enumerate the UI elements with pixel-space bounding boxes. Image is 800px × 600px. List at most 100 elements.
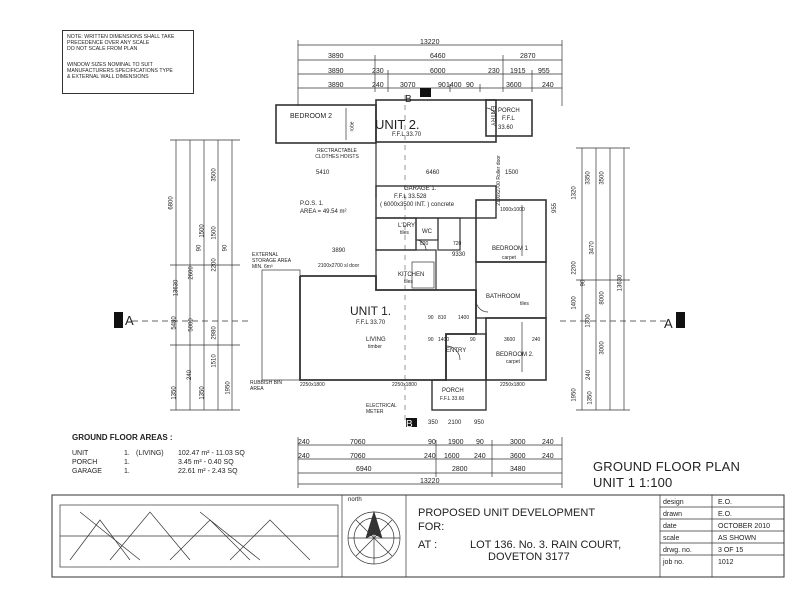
dim-bottom: 3480 [510,466,526,473]
garage-ffl: F.F.L 33.528 [394,194,427,200]
tb-field-label: drwg. no. [663,547,692,554]
wc-label: WC [422,229,432,235]
dim-right: 1350 [587,391,594,405]
dim-top: 3890 [328,68,344,75]
tb-field-label: scale [663,535,680,542]
dim-top: 230 [488,68,500,75]
section-label-right: A [664,316,673,331]
section-b-marker-top [420,88,431,97]
bathroom-label: BATHROOM [486,294,521,300]
dim-5410: 5410 [316,170,330,176]
pos-area: AREA = 49.54 m² [300,209,347,215]
dim-top: 3890 [328,53,344,60]
note-line: MANUFACTURERS SPECIFICATIONS TYPE [67,68,173,74]
kitchen-floor: tiles [404,279,413,285]
dim-left: 90 [222,244,229,252]
window-label: 2100x2700 sl door [318,263,360,269]
tb-field-value: 1012 [718,559,734,566]
section-b-marker-bottom [406,418,417,427]
dim-bottom: 7060 [350,453,366,460]
dim-left: 3500 [211,168,218,182]
dim-bottom: 240 [424,453,436,460]
section-label-left: A [125,313,134,328]
dim-3890: 3890 [332,248,346,254]
tb-field-value: 3 OF 15 [718,547,744,554]
dim-top: 240 [372,82,384,89]
at-label: AT : [418,539,438,551]
kitchen-label: KITCHEN [398,272,425,278]
dim-2100: 2100 [448,420,462,426]
dim-left: 2200 [211,258,218,272]
dim-top: 3070 [400,82,416,89]
section-marker-right [676,312,685,328]
dim-mid: 90 [428,337,434,343]
note-line: DO NOT SCALE FROM PLAN [67,46,138,52]
area-num: 1. [124,468,130,475]
dim-left: 1350 [171,386,178,400]
dim-top: 2870 [520,53,536,60]
dim-left: 90 [196,244,203,252]
area-name: UNIT [72,450,89,457]
dim-9330: 9330 [452,252,466,258]
area-num: 1. [124,459,130,466]
dim-right: 3350 [585,171,592,185]
dim-bottom: 90 [476,439,484,446]
dim-right: 3500 [599,171,606,185]
dim-top: 1915 [510,68,526,75]
plan-title: GROUND FLOOR PLAN [593,459,741,474]
section-b-label-top: B [405,94,412,105]
dim-left: 1500 [211,226,218,240]
dim-right: 90 [580,279,587,287]
dim-top: 90 [438,82,446,89]
meter-label: ELECTRICAL METER [366,403,397,415]
entry-top-label: ENTRY [489,105,496,127]
entry-label: ENTRY [446,348,467,354]
dim-350: 350 [428,420,439,426]
section-b-label-bottom: B [406,419,413,430]
dim-top: 3890 [328,82,344,89]
dim-mid2: 1400 [458,315,470,321]
dim-mid: 240 [532,337,541,343]
dim-820: 820 [420,241,429,247]
dim-top: 90 [466,82,474,89]
bedroom2-label: BEDROOM 2. [496,352,534,358]
room-label-bedroom2-top: BEDROOM 2 [290,113,333,120]
garage-size: ( 6000x3500 INT. ) concrete [380,202,455,208]
dim-right: 3470 [589,241,596,255]
unit1-ffl: F.F.L 33.70 [356,320,386,326]
address-line2: DOVETON 3177 [488,551,570,563]
dim-top: 1400 [446,82,462,89]
bedroom2-floor: carpet [506,359,520,365]
storage-label: EXTERNAL STORAGE AREA MIN. 6m³ [252,252,291,270]
dim-left: 240 [187,369,194,381]
dim-2250c: 2250x1800 [500,382,525,388]
porch-label: PORCH [442,388,464,394]
dim-bottom: 6940 [356,466,372,473]
porch-top-level: 33.60 [498,125,514,131]
dim-2250a: 2250x1800 [300,382,325,388]
laundry-label: L'DRY [398,223,416,229]
pos-label: P.O.S. 1. [300,201,324,207]
dim-bottom: 240 [542,439,554,446]
dim-bottom: 3000 [510,439,526,446]
dim-mid2: 90 [428,315,434,321]
dim-mid: 90 [470,337,476,343]
tb-field-label: date [663,523,677,530]
dim-right: 8000 [599,291,606,305]
tb-field-label: design [663,499,684,506]
dim-bottom: 240 [542,453,554,460]
tb-field-label: job no. [663,559,685,566]
north-label: north [348,497,362,503]
dim-left: 13630 [173,279,180,297]
dim-bottom: 240 [298,453,310,460]
dim-top-overall: 13220 [420,39,440,46]
area-value: 22.61 m² - 2.43 SQ [178,468,238,475]
notes-box: NOTE: WRITTEN DIMENSIONS SHALL TAKE PREC… [62,30,194,94]
area-num: 1. [124,450,130,457]
note-line: & EXTERNAL WALL DIMENSIONS [67,74,149,80]
for-label: FOR: [418,521,445,533]
project-title: PROPOSED UNIT DEVELOPMENT [418,507,596,519]
tb-field-value: AS SHOWN [718,535,757,542]
bedroom1-label: BEDROOM 1 [492,246,529,252]
